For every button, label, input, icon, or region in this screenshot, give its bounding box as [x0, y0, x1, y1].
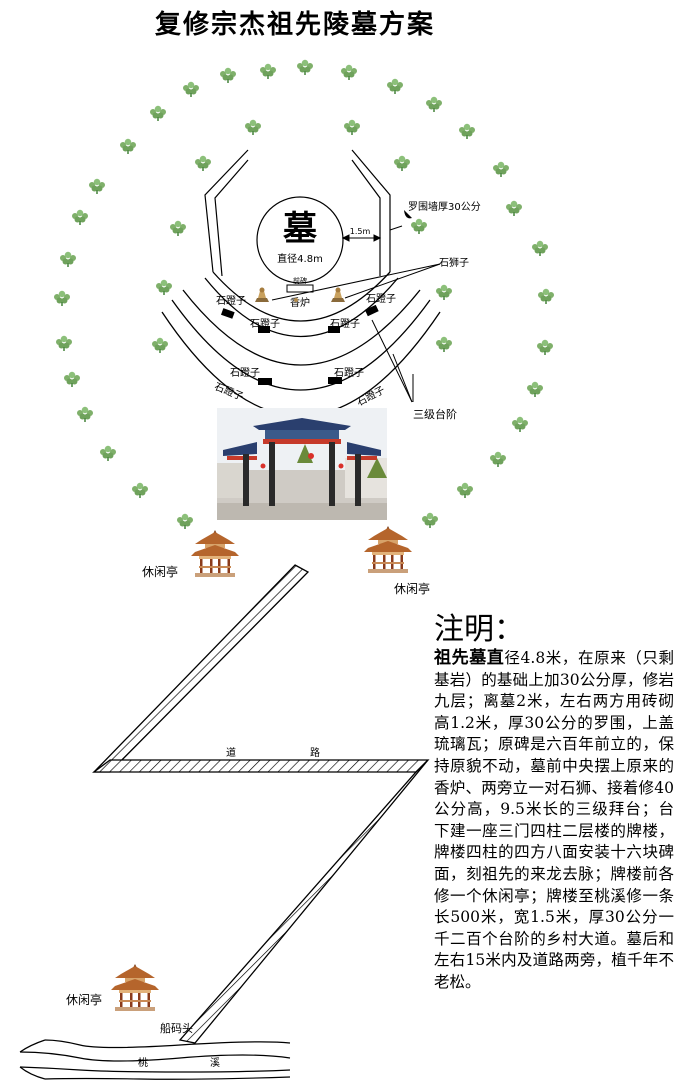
pine-tree-icon	[177, 513, 193, 529]
stone-lion-icon	[331, 287, 345, 302]
stone-stool-label: 石蹬子	[230, 367, 260, 379]
gap-dimension	[341, 225, 403, 246]
pine-tree-icon	[538, 288, 554, 304]
pine-tree-icon	[72, 209, 88, 225]
pine-tree-icon	[422, 512, 438, 528]
stele	[286, 284, 314, 293]
pine-tree-icon	[344, 119, 360, 135]
peach-creek	[19, 1039, 291, 1080]
stone-lion-label: 石狮子	[439, 256, 469, 269]
pine-tree-icon	[152, 337, 168, 353]
road-label: 道	[226, 746, 236, 759]
stone-stool-label: 石蹬子	[366, 293, 396, 305]
road-label: 路	[310, 746, 320, 759]
pine-tree-icon	[183, 81, 199, 97]
wall-pointer-icon	[404, 210, 412, 219]
pine-tree-icon	[387, 78, 403, 94]
pine-tree-icon	[195, 155, 211, 171]
pine-tree-icon	[490, 451, 506, 467]
stone-stool-label: 石蹬子	[250, 318, 280, 330]
village-road	[92, 564, 430, 1044]
notes-text: 径4.8米，在原来（只剩基岩）的基础上加30公分厚，修岩九层；离墓2米，左右两方…	[434, 649, 675, 991]
stone-stool-label: 石蹬子	[330, 318, 360, 330]
pine-tree-icon	[436, 336, 452, 352]
pine-tree-icon	[64, 371, 80, 387]
pavilion-label: 休闲亭	[142, 564, 178, 579]
pine-tree-icon	[100, 445, 116, 461]
notes-lead: 祖先墓直	[434, 648, 505, 668]
pine-tree-icon	[120, 138, 136, 154]
stone-stool-label: 石蹬子	[213, 381, 245, 403]
pine-tree-icon	[220, 67, 236, 83]
terrace-steps-label: 三级台阶	[413, 407, 457, 421]
pine-tree-icon	[297, 59, 313, 75]
stone-stool	[328, 377, 342, 384]
pine-tree-icon	[56, 335, 72, 351]
pine-tree-icon	[426, 96, 442, 112]
pine-tree-icon	[411, 218, 427, 234]
pine-tree-icon	[77, 406, 93, 422]
stone-stool-label: 石蹬子	[334, 367, 364, 379]
pavilion-icon	[191, 530, 239, 577]
pine-tree-icon	[394, 155, 410, 171]
tomb-character: 墓	[282, 210, 318, 248]
stone-lion-icon	[255, 287, 269, 302]
incense-burner-label: 香炉	[290, 297, 310, 309]
pine-tree-icon	[457, 482, 473, 498]
stone-stool	[258, 378, 272, 385]
stone-stool-label: 石蹬子	[216, 295, 246, 307]
pine-tree-icon	[436, 284, 452, 300]
creek-label: 桃	[138, 1056, 148, 1069]
stone-stools	[220, 304, 379, 385]
pine-tree-icon	[532, 240, 548, 256]
steps-leader-lines	[371, 319, 414, 403]
surrounding-wall	[204, 149, 391, 277]
wall-thickness-label: 罗围墙厚30公分	[408, 200, 481, 213]
memorial-archway-photo	[217, 408, 387, 520]
pavilion-label: 休闲亭	[66, 992, 102, 1007]
creek-label: 溪	[210, 1057, 220, 1069]
notes-title: 注明：	[434, 612, 524, 647]
pine-tree-icon	[506, 200, 522, 216]
pine-tree-icon	[156, 279, 172, 295]
pine-tree-icon	[260, 63, 276, 79]
incense-burner-icon	[294, 298, 298, 302]
stone-stool-label: 石蹬子	[355, 384, 387, 409]
stone-stool	[220, 308, 235, 319]
stone-stool	[258, 326, 270, 333]
pine-tree-icon	[245, 119, 261, 135]
pine-tree-icon	[493, 161, 509, 177]
notes-body: 祖先墓直径4.8米，在原来（只剩基岩）的基础上加30公分厚，修岩九层；离墓2米，…	[434, 648, 674, 994]
pine-tree-icon	[527, 381, 543, 397]
pine-tree-icon	[60, 251, 76, 267]
page-title: 复修宗杰祖先陵墓方案	[154, 10, 435, 40]
pier-label: 船码头	[160, 1021, 193, 1035]
pine-tree-icon	[537, 339, 553, 355]
pine-tree-icon	[170, 220, 186, 236]
tomb-diameter-label: 直径4.8m	[277, 252, 323, 265]
pine-tree-icon	[54, 290, 70, 306]
pavilion-label: 休闲亭	[394, 581, 430, 596]
pine-tree-icon	[459, 123, 475, 139]
pine-tree-icon	[341, 64, 357, 80]
pine-tree-icon	[132, 482, 148, 498]
pine-tree-icon	[512, 416, 528, 432]
stone-stool	[364, 304, 379, 317]
stele-label: 前碑	[293, 276, 307, 285]
pavilion-icon	[364, 526, 412, 573]
pine-tree-icon	[150, 105, 166, 121]
stone-stool	[328, 326, 340, 333]
gap-dimension-label: 1.5m	[350, 227, 371, 236]
pine-tree-icon	[89, 178, 105, 194]
pavilion-icon	[111, 964, 159, 1011]
lion-leader-lines	[271, 263, 441, 301]
tomb-circle	[256, 196, 344, 284]
